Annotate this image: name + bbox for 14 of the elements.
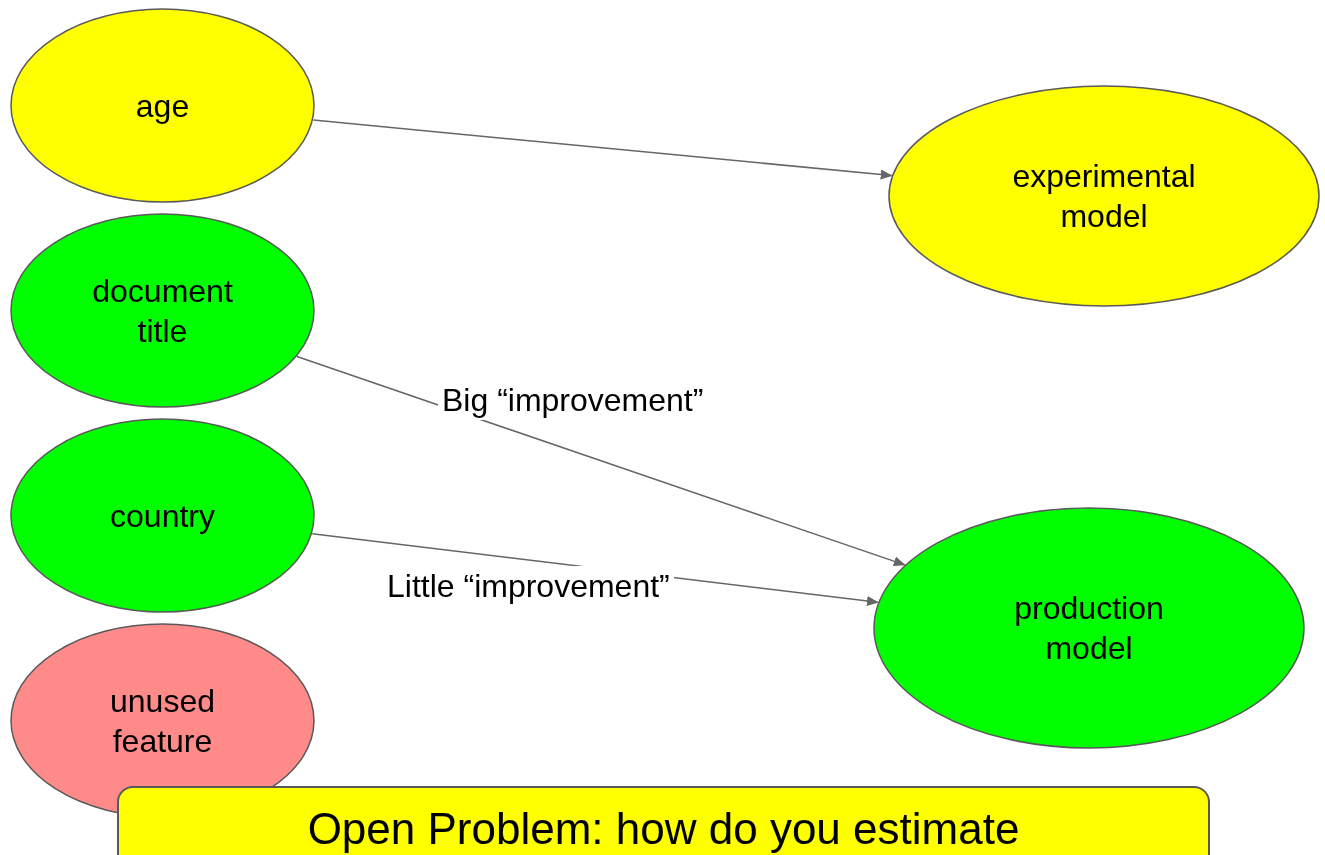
- feature-ellipse: [10, 418, 315, 613]
- node-label: age: [135, 86, 190, 126]
- node-label: production model: [1013, 589, 1165, 668]
- callout-text: Open Problem: how do you estimate: [307, 802, 1020, 855]
- model-ellipse: [888, 85, 1320, 307]
- arrow: [296, 355, 906, 566]
- node-label: country: [110, 496, 215, 536]
- feature-ellipse: [10, 8, 315, 203]
- arrow: [312, 119, 893, 180]
- node-label: experimental model: [1011, 157, 1197, 236]
- model-ellipse: [873, 507, 1305, 749]
- node-label: unused feature: [109, 681, 216, 761]
- node-label: document title: [91, 271, 234, 351]
- feature-ellipse: [10, 213, 315, 408]
